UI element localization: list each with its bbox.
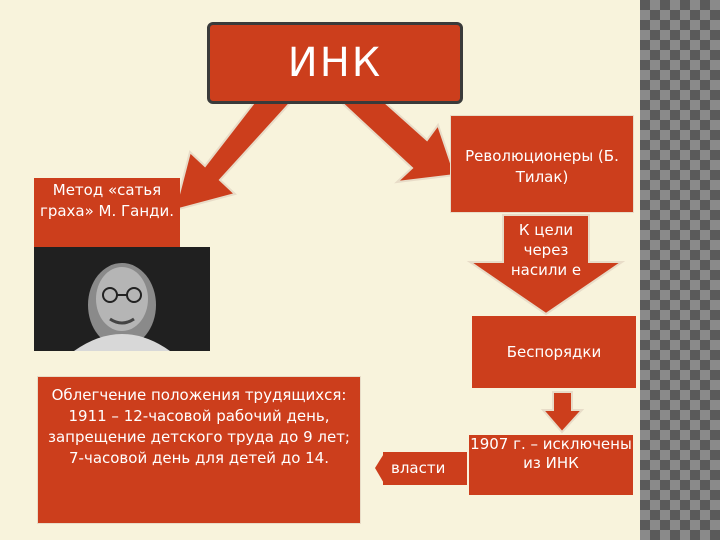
arrow-to-relief (375, 452, 385, 485)
arrow-ink-to-revolutionaries (340, 80, 457, 184)
arrow-label-to-goal: К цели через насили е (510, 221, 582, 279)
excluded-node: 1907 г. – исключены из ИНК (469, 435, 633, 495)
arrow-to-riots (466, 214, 626, 316)
gandhi-photo (34, 247, 210, 351)
ink-node: ИНК (207, 22, 463, 104)
decorative-side-stripe (640, 0, 720, 540)
arrow-ink-to-method (173, 80, 292, 212)
riots-node: Беспорядки (472, 316, 636, 388)
power-node: власти (383, 452, 467, 485)
method-node: Метод «сатья граха» М. Ганди. (34, 178, 180, 248)
revolutionaries-node: Революционеры (Б. Тилак) (450, 115, 634, 213)
arrow-riots-to-excluded (540, 391, 585, 434)
relief-node: Облегчение положения трудящихся: 1911 – … (37, 376, 361, 524)
